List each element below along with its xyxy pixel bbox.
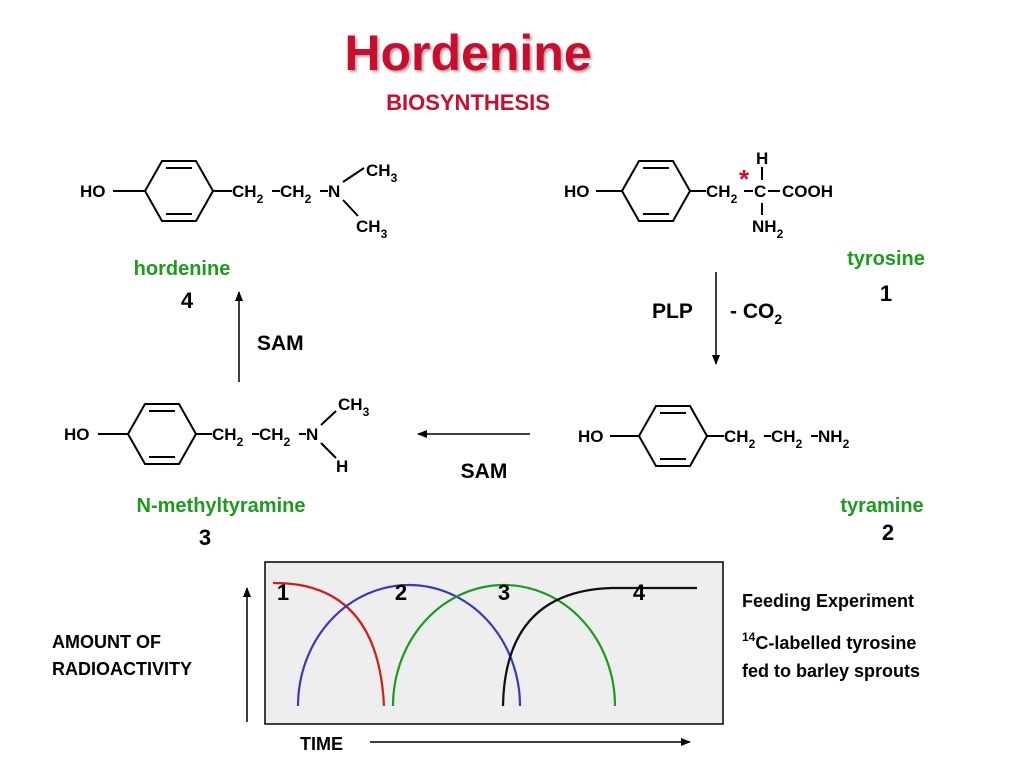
x-axis-label: TIME <box>300 734 343 754</box>
hydroxy-label: HO <box>578 427 604 446</box>
nitrogen-label: N <box>306 425 318 444</box>
hydrogen-label: H <box>336 457 348 476</box>
methylene-label: CH2 <box>706 182 738 206</box>
amino-label: NH2 <box>752 217 784 241</box>
compound-number: 3 <box>199 525 211 550</box>
benzene-ring <box>620 160 692 222</box>
curve-hordenine <box>501 586 697 707</box>
compound-number: 4 <box>181 288 194 313</box>
methyl-label: CH3 <box>356 217 388 241</box>
amino-label: NH2 <box>818 427 850 451</box>
curve-label: 3 <box>498 580 510 605</box>
compound-name: tyrosine <box>847 248 925 270</box>
compound-name: N-methyltyramine <box>137 495 306 517</box>
curve-n-methyltyramine <box>391 583 617 707</box>
curve-tyramine <box>296 583 522 707</box>
compound-number: 1 <box>880 281 892 306</box>
compound-name: hordenine <box>134 258 231 280</box>
y-axis-label: RADIOACTIVITY <box>52 659 192 679</box>
tyramine-structure: HO CH2 CH2 NH2 <box>578 405 850 467</box>
hydroxy-label: HO <box>64 425 90 444</box>
compound-name: tyramine <box>840 495 923 517</box>
methylene-label: CH2 <box>212 425 244 449</box>
alpha-carbon-label: C <box>754 182 766 201</box>
n-methyltyramine-structure: HO CH2 CH2 N CH3 H <box>64 395 370 476</box>
hordenine-structure: HO CH2 CH2 N CH3 CH3 <box>80 160 398 241</box>
feeding-note-line: 14C-labelled tyrosine <box>742 630 916 653</box>
page-title: Hordenine <box>344 25 591 81</box>
sam-label: SAM <box>461 460 508 483</box>
feeding-note-title: Feeding Experiment <box>742 591 914 611</box>
benzene-ring <box>126 403 198 465</box>
methylene-label: CH2 <box>280 182 312 206</box>
methylene-label: CH2 <box>771 427 803 451</box>
benzene-ring <box>143 160 215 222</box>
benzene-ring <box>637 405 709 467</box>
sam-label: SAM <box>257 332 304 355</box>
compound-number: 2 <box>882 520 894 545</box>
feeding-note-line: fed to barley sprouts <box>742 661 920 681</box>
hydrogen-label: H <box>756 149 768 168</box>
hydroxy-label: HO <box>564 182 590 201</box>
curve-label: 4 <box>633 580 646 605</box>
methyl-label: CH3 <box>338 395 370 419</box>
page-subtitle: BIOSYNTHESIS <box>386 90 550 115</box>
isotope-label-mark: * <box>739 164 750 194</box>
methylene-label: CH2 <box>259 425 291 449</box>
methylene-label: CH2 <box>724 427 756 451</box>
methylene-label: CH2 <box>232 182 264 206</box>
curve-label: 1 <box>277 580 289 605</box>
hydroxy-label: HO <box>80 182 106 201</box>
curve-tyrosine <box>272 581 386 707</box>
nitrogen-label: N <box>328 182 340 201</box>
cofactor-label: PLP <box>652 300 693 323</box>
carboxyl-label: COOH <box>782 182 833 201</box>
co2-loss-label: - CO2 <box>730 300 782 327</box>
feeding-experiment-plot: 1 2 3 4 <box>264 561 724 725</box>
methyl-label: CH3 <box>366 161 398 185</box>
tyrosine-structure: HO CH2 C * H COOH NH2 <box>564 149 833 241</box>
curve-label: 2 <box>395 580 407 605</box>
y-axis-label: AMOUNT OF <box>52 632 161 652</box>
